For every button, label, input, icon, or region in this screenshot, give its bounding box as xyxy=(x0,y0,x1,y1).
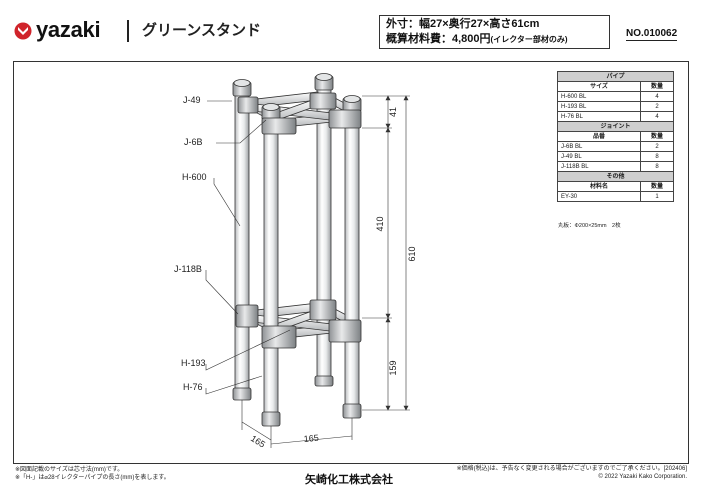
footer-note-dimensions: ※図面記載のサイズは芯寸法(mm)です。 xyxy=(15,467,124,473)
callout-h600: H-600 xyxy=(182,172,207,182)
company-name: 矢崎化工株式会社 xyxy=(305,474,393,486)
footer-disclaimer: ※価格(税込)は、予告なく変更される場合がございますのでご了承ください。[202… xyxy=(457,465,687,481)
section-header-joint: ジョイント xyxy=(557,121,674,132)
joints xyxy=(232,73,362,349)
footer-note-pipe: ※「H-」は⌀28イレクターパイプの長さ(mm)を表します。 xyxy=(15,475,170,481)
callout-h76: H-76 xyxy=(183,382,203,392)
table-header-row: サイズ数量 xyxy=(557,81,674,92)
pipe-front xyxy=(263,111,279,421)
callout-j6b: J-6B xyxy=(184,137,203,147)
section-header-other: その他 xyxy=(557,171,674,182)
document-number: NO.010062 xyxy=(626,28,678,41)
foot-front xyxy=(261,411,281,427)
price-note: (イレクター部材のみ) xyxy=(490,35,568,44)
material-price: 概算材料費：4,800円 xyxy=(386,33,491,45)
stand-structure xyxy=(232,73,362,427)
title-divider xyxy=(127,20,129,42)
drawing-frame xyxy=(13,61,689,464)
brand-name: yazaki xyxy=(36,17,101,42)
callout-h193: H-193 xyxy=(181,358,206,368)
dim-top: 41 xyxy=(388,107,398,117)
dim-bottom: 159 xyxy=(388,360,398,375)
section-header-pipe: パイプ xyxy=(557,71,674,82)
foot-left xyxy=(232,387,252,401)
pipe-left xyxy=(234,87,250,397)
callout-j118b: J-118B xyxy=(174,264,202,274)
leader-lines xyxy=(205,100,291,395)
copyright: © 2022 Yazaki Kako Corporation. xyxy=(598,474,687,480)
dim-total: 610 xyxy=(407,246,417,261)
dim-width: 165 xyxy=(303,433,319,444)
plate-note: 丸板：Φ200×25mm 2枚 xyxy=(558,223,621,229)
spec-box: 外寸：幅27×奥行27×高さ61cm 概算材料費：4,800円(イレクター部材の… xyxy=(379,15,610,49)
callout-j49: J-49 xyxy=(183,95,201,105)
table-header-row: 品番数量 xyxy=(557,131,674,142)
dimension-lines xyxy=(241,95,410,448)
product-title: グリーンスタンド xyxy=(142,22,261,39)
foot-back xyxy=(314,375,334,387)
pipe-right xyxy=(344,103,360,413)
price-line: 概算材料費：4,800円(イレクター部材のみ) xyxy=(386,32,603,47)
foot-right xyxy=(342,403,362,419)
table-header-row: 材料名数量 xyxy=(557,181,674,192)
price-disclaimer: ※価格(税込)は、予告なく変更される場合がございますのでご了承ください。[202… xyxy=(456,466,687,472)
yazaki-logo-icon xyxy=(14,22,32,40)
dim-middle: 410 xyxy=(375,216,385,231)
outer-dimensions: 外寸：幅27×奥行27×高さ61cm xyxy=(386,18,540,30)
